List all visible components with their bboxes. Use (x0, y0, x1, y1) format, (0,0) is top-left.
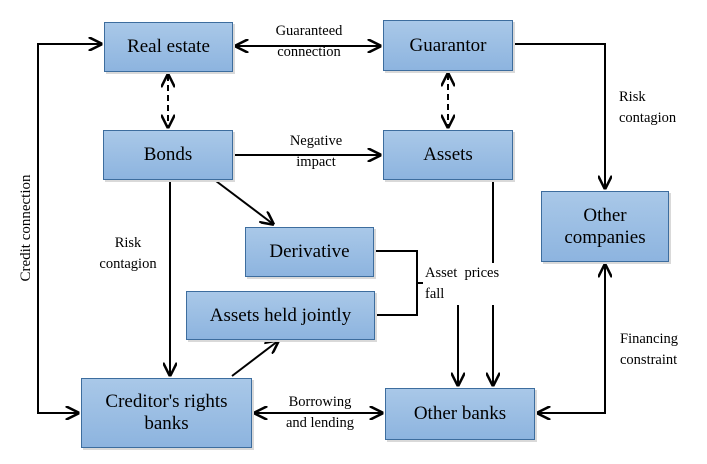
label-risk-contagion-bonds: Risk contagion (88, 233, 168, 275)
label-negative-impact-line1: Negative (289, 133, 343, 149)
node-assets-label: Assets (423, 144, 473, 166)
node-assets-held-jointly: Assets held jointly (186, 291, 375, 340)
node-creditors-rights-banks-line1: Creditor's rights (105, 391, 228, 413)
label-negative-impact: Negative impact (278, 131, 354, 173)
node-real-estate: Real estate (104, 22, 233, 72)
label-guaranteed-connection: Guaranteed connection (263, 21, 355, 63)
label-financing-constraint-line1: Financing (620, 331, 678, 347)
label-financing-constraint-line2: constraint (620, 352, 678, 369)
label-credit-connection: Credit connection (18, 174, 35, 282)
node-other-companies: Other companies (541, 191, 669, 262)
label-negative-impact-line2: impact (296, 154, 336, 171)
edge-financing-constraint (538, 265, 605, 413)
label-guaranteed-connection-line2: connection (277, 44, 341, 61)
node-assets: Assets (383, 130, 513, 180)
node-creditors-rights-banks-line2: banks (144, 413, 189, 434)
label-financing-constraint: Financing constraint (620, 329, 678, 371)
label-borrowing-and-lending: Borrowing and lending (278, 392, 362, 434)
node-other-companies-line1: Other (583, 204, 627, 226)
edge-derivative-bracket (375, 250, 418, 316)
label-asset-prices-fall-line1: Asset prices (425, 265, 500, 281)
node-derivative-label: Derivative (269, 241, 350, 263)
node-real-estate-label: Real estate (127, 36, 210, 58)
label-borrowing-and-lending-line2: and lending (285, 415, 355, 432)
node-derivative: Derivative (245, 227, 374, 277)
edge-risk-contagion-guarantor (514, 43, 605, 188)
label-risk-contagion-guarantor-line1: Risk (619, 89, 646, 105)
label-risk-contagion-bonds-line1: Risk (114, 235, 142, 251)
label-risk-contagion-bonds-line2: contagion (99, 256, 157, 273)
node-bonds-label: Bonds (143, 144, 193, 166)
node-creditors-rights-banks: Creditor's rights banks (81, 378, 252, 448)
node-other-companies-line2: companies (564, 226, 646, 248)
node-other-banks: Other banks (385, 388, 535, 440)
label-borrowing-and-lending-line1: Borrowing (288, 394, 352, 410)
edge-creditor-held-jointly (231, 341, 278, 377)
label-risk-contagion-guarantor: Risk contagion (619, 87, 676, 129)
node-other-banks-label: Other banks (413, 403, 507, 425)
label-asset-prices-fall: Asset prices fall (423, 263, 502, 306)
edge-credit-connection (37, 44, 101, 413)
node-guarantor-label: Guarantor (409, 34, 487, 56)
label-risk-contagion-guarantor-line2: contagion (619, 110, 677, 127)
edge-bonds-derivative (215, 180, 273, 224)
node-guarantor: Guarantor (383, 20, 513, 71)
label-asset-prices-fall-line2: fall (425, 286, 445, 303)
node-bonds: Bonds (103, 130, 233, 180)
node-assets-held-jointly-label: Assets held jointly (209, 304, 352, 326)
label-guaranteed-connection-line1: Guaranteed (275, 23, 343, 39)
